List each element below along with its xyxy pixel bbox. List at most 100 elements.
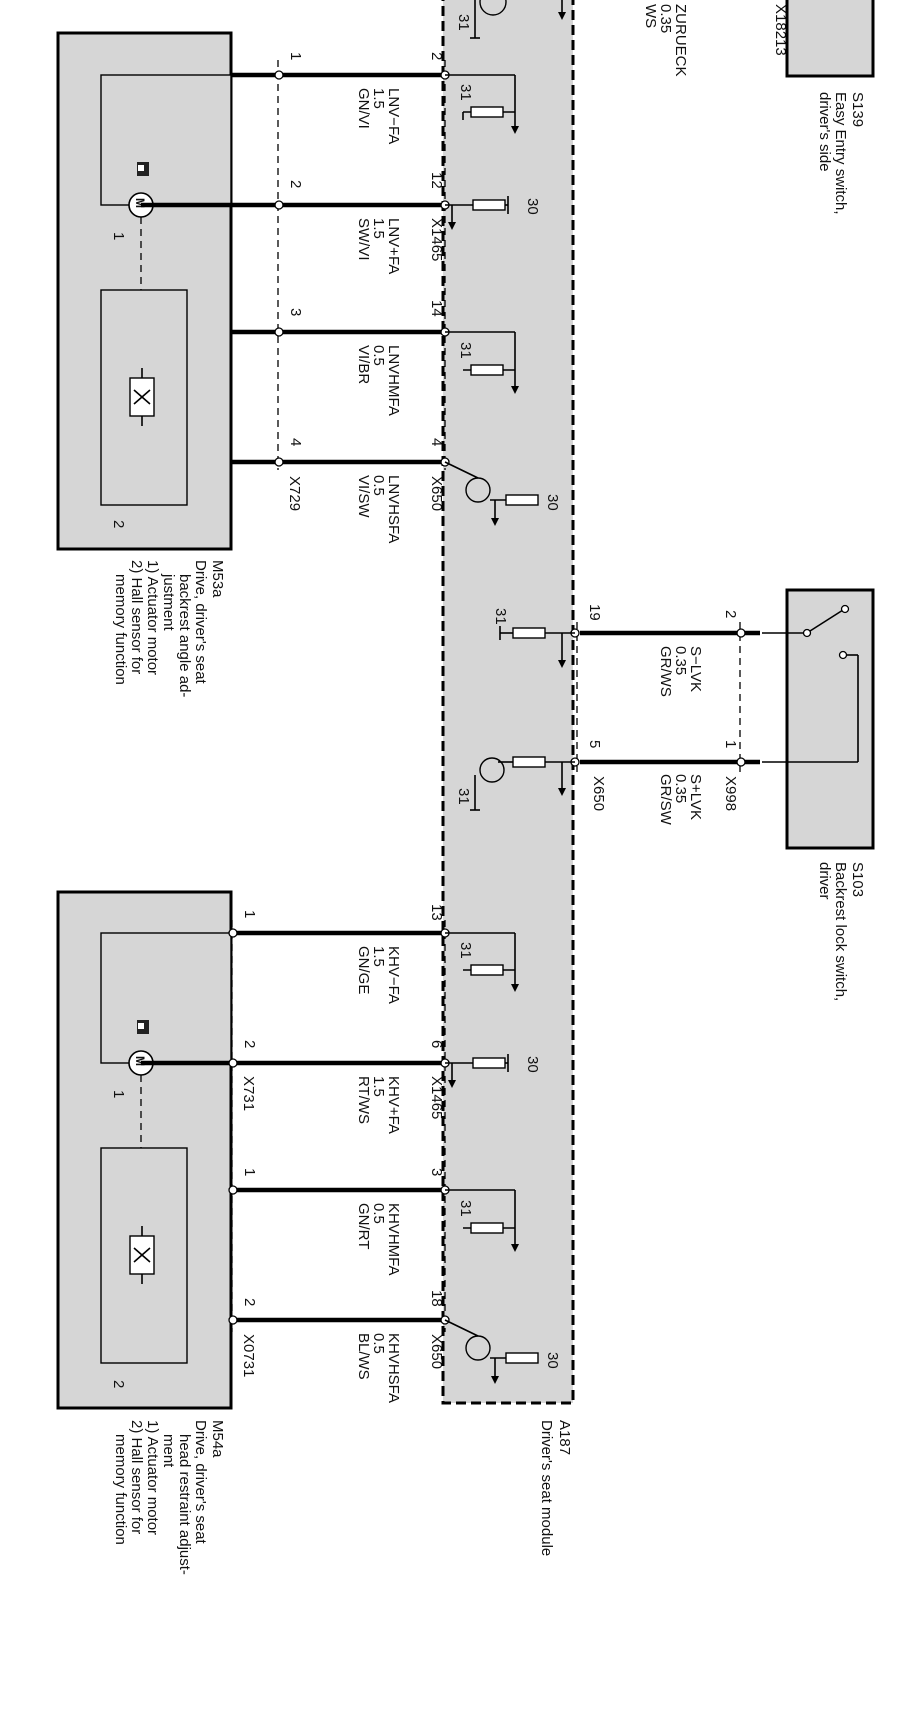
m54a-size-1: 1.5: [370, 946, 387, 967]
m53a-signal-4: LNVHSFA: [385, 475, 402, 543]
m53a-ref-2: 30: [524, 198, 541, 215]
m54a-ref-2: 30: [524, 1056, 541, 1073]
m54a-pin-module-3: 3: [428, 1168, 445, 1176]
m53a-signal-2: LNV+FA: [385, 218, 402, 274]
m53a-pin-drive-3: 3: [287, 308, 304, 316]
m54a-connector-drive-b: X0731: [240, 1334, 257, 1377]
s103-connector-module: X650: [590, 776, 607, 811]
m53a-id: M53a: [209, 560, 226, 598]
drivers-seat-module: A187 Driver's seat module: [441, 0, 575, 1556]
m53a-pin-module-2: 12: [428, 172, 445, 189]
module-name: Driver's seat module: [538, 1420, 555, 1556]
top-connector-x18213: 31 ZURUECK 0.35 WS X18213: [455, 0, 789, 77]
m54a-sub2: 2: [110, 1380, 127, 1388]
m54a-connector-drive-a: X731: [240, 1076, 257, 1111]
m54a-pin-drive-4: 2: [241, 1298, 258, 1306]
s103-size-b: 0.35: [672, 774, 689, 803]
module-id: A187: [556, 1420, 573, 1455]
m54a-note-2a: 2) Hall sensor for: [128, 1420, 145, 1534]
s103-pin-switch-b: 1: [722, 740, 739, 748]
m54a-signal-4: KHVHSFA: [385, 1333, 402, 1403]
s103-pin-module-b: 5: [586, 740, 603, 748]
m53a-size-1: 1.5: [370, 88, 387, 109]
s103-ref-b: 31: [455, 788, 472, 805]
m54a-signal-3: KHVHMFA: [385, 1203, 402, 1276]
m53a-color-3: VI/BR: [355, 345, 372, 384]
m53a-color-1: GN/VI: [355, 88, 372, 129]
m54a-pin-drive-2: 2: [241, 1040, 258, 1048]
m54a-size-3: 0.5: [370, 1203, 387, 1224]
m54a-ref-1: 31: [457, 942, 474, 959]
s103-signal-a: S−LVK: [687, 646, 704, 692]
top-ground-label: 31: [455, 14, 472, 31]
m54a-pin-module-1: 13: [428, 904, 445, 921]
m54a-ref-4: 30: [544, 1352, 561, 1369]
s103-color-a: GR/WS: [657, 646, 674, 697]
m53a-motor-label: M: [133, 198, 147, 208]
m53a-note-2a: 2) Hall sensor for: [128, 560, 145, 674]
m53a-connector-module-a: X1465: [428, 218, 445, 261]
m53a-size-3: 0.5: [370, 345, 387, 366]
m53a-ref-1: 31: [457, 84, 474, 101]
m54a-desc-1: Drive, driver's seat: [192, 1420, 209, 1545]
m54a-color-4: BL/WS: [355, 1333, 372, 1380]
m53a-pin-module-4: 4: [428, 438, 445, 446]
top-signal: ZURUECK: [672, 4, 689, 77]
m54a-motor-label: M: [133, 1056, 147, 1066]
m53a-wiring: 1 2 3 4 2 12 14 4 LNV−FA 1.5 GN/VI LNV+F…: [141, 52, 561, 543]
m53a-desc-1: Drive, driver's seat: [192, 560, 209, 685]
m53a-ref-3: 31: [457, 342, 474, 359]
top-size: 0.35: [657, 4, 674, 33]
s103-signal-b: S+LVK: [687, 774, 704, 820]
m53a-pin-module-1: 2: [428, 52, 445, 60]
m54a-sub1: 1: [110, 1090, 127, 1098]
m54a-desc-3: ment: [160, 1434, 177, 1468]
m54a-size-4: 0.5: [370, 1333, 387, 1354]
m53a-color-4: VI/SW: [355, 475, 372, 518]
m53a-connector-drive: X729: [286, 476, 303, 511]
m54a-desc-2: head restraint adjust-: [176, 1434, 193, 1575]
m54a-pin-drive-3: 1: [241, 1168, 258, 1176]
m54a-ref-3: 31: [457, 1200, 474, 1217]
m53a-note-2b: memory function: [112, 574, 129, 685]
m54a-color-1: GN/GE: [355, 946, 372, 994]
top-color: WS: [642, 4, 659, 28]
m53a-pin-drive-1: 1: [287, 52, 304, 60]
m54a-wiring: 1 2 1 2 13 6 3 18 KHV−FA 1.5 GN/GE KHV+F…: [141, 904, 561, 1403]
s103-wiring: 2 1 19 5 S−LVK 0.35 GR/WS S+LVK 0.35 GR/…: [455, 604, 760, 826]
s103-connector-switch: X998: [722, 776, 739, 811]
drive-m54a: M 1 2 M54a Drive, driver's seat head res…: [56, 890, 233, 1575]
s103-pin-switch-a: 2: [722, 610, 739, 618]
m53a-note-1: 1) Actuator motor: [144, 560, 161, 675]
easy-entry-switch-s139: S139 Easy Entry switch, driver's side: [785, 0, 875, 215]
m54a-pin-drive-1: 1: [241, 910, 258, 918]
m53a-size-4: 0.5: [370, 475, 387, 496]
m54a-size-2: 1.5: [370, 1076, 387, 1097]
drive-m53a: M 1 2 M53a Drive, driver's seat backrest…: [56, 31, 233, 697]
m54a-signal-2: KHV+FA: [385, 1076, 402, 1134]
s103-desc-2: driver: [816, 862, 833, 900]
m53a-pin-drive-4: 4: [287, 438, 304, 446]
m54a-connector-module-b: X650: [428, 1334, 445, 1369]
m54a-pin-module-2: 6: [428, 1040, 445, 1048]
m53a-ref-4: 30: [544, 494, 561, 511]
s103-color-b: GR/SW: [657, 774, 674, 826]
m54a-connector-module-a: X1465: [428, 1076, 445, 1119]
s103-pin-module-a: 19: [586, 604, 603, 621]
m54a-note-2b: memory function: [112, 1434, 129, 1545]
m53a-pin-module-3: 14: [428, 300, 445, 317]
m54a-id: M54a: [209, 1420, 226, 1458]
top-connector-id: X18213: [772, 4, 789, 56]
m54a-signal-1: KHV−FA: [385, 946, 402, 1004]
m54a-color-2: RT/WS: [355, 1076, 372, 1124]
m53a-desc-3: justment: [160, 573, 177, 632]
backrest-lock-switch-s103: S103 Backrest lock switch, driver: [762, 588, 875, 1001]
m53a-desc-2: backrest angle ad-: [176, 574, 193, 697]
s139-desc-2: driver's side: [816, 92, 833, 172]
m53a-signal-3: LNVHMFA: [385, 345, 402, 416]
s139-desc-1: Easy Entry switch,: [832, 92, 849, 215]
m54a-note-1: 1) Actuator motor: [144, 1420, 161, 1535]
s103-size-a: 0.35: [672, 646, 689, 675]
s103-ref-a: 31: [492, 608, 509, 625]
s139-id: S139: [849, 92, 866, 127]
